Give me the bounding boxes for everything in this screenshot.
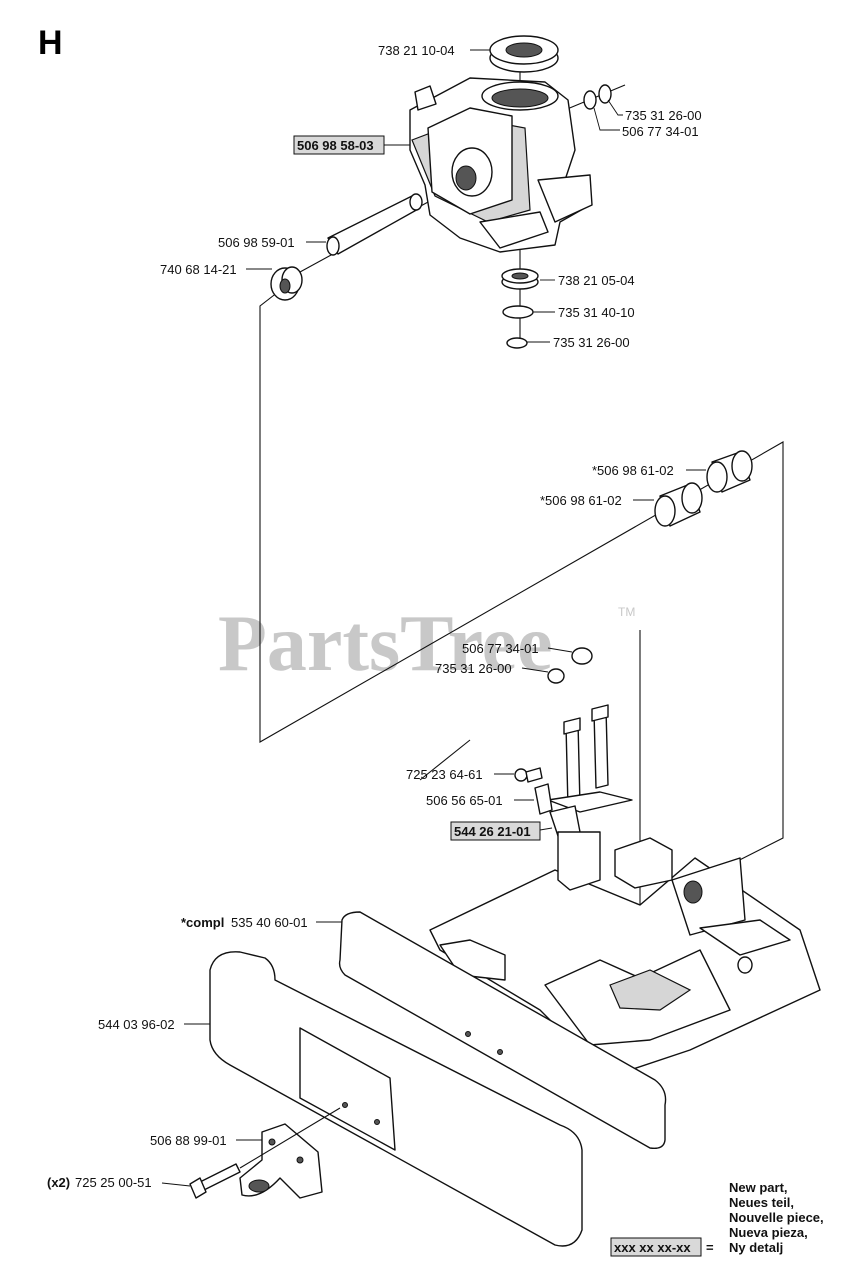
- label-x2-prefix: (x2): [47, 1175, 70, 1190]
- hitch-plate: [239, 1123, 323, 1199]
- lower-bearing-stack: [501, 268, 539, 349]
- leader-lines: [161, 49, 706, 1187]
- label-544-03-96-02: 544 03 96-02: [98, 1017, 175, 1032]
- legend-line-3: Nouvelle piece,: [729, 1210, 824, 1225]
- label-506-98-61-02-a: *506 98 61-02: [592, 463, 674, 478]
- label-735-31-40-10: 735 31 40-10: [558, 305, 635, 320]
- legend-equals: =: [706, 1240, 714, 1255]
- label-506-98-59-01: 506 98 59-01: [218, 235, 295, 250]
- label-735-31-26-00-top: 735 31 26-00: [625, 108, 702, 123]
- hitch-bolt: [189, 1107, 341, 1199]
- label-725-23-64-61: 725 23 64-61: [406, 767, 483, 782]
- watermark-trademark: TM: [618, 605, 635, 619]
- chassis-frame: [429, 831, 821, 1071]
- legend: New part, Neues teil, Nouvelle piece, Nu…: [610, 1180, 824, 1257]
- label-535-40-60-01: 535 40 60-01: [231, 915, 308, 930]
- bearing-top: [489, 35, 559, 73]
- label-506-77-34-01-low: 506 77 34-01: [462, 641, 539, 656]
- section-letter: H: [38, 24, 63, 62]
- spacer-tubes: [654, 450, 753, 527]
- label-735-31-26-00-low: 735 31 26-00: [435, 661, 512, 676]
- seal-rings-top: [583, 84, 612, 110]
- legend-line-1: New part,: [729, 1180, 788, 1195]
- bumper-back: [338, 911, 667, 1150]
- label-506-77-34-01-top: 506 77 34-01: [622, 124, 699, 139]
- label-740-68-14-21: 740 68 14-21: [160, 262, 237, 277]
- label-725-25-00-51: 725 25 00-51: [75, 1175, 152, 1190]
- steering-bracket-casting: [409, 77, 593, 253]
- rings-lower: [547, 647, 593, 684]
- label-506-88-99-01: 506 88 99-01: [150, 1133, 227, 1148]
- legend-code-box: [610, 1237, 702, 1257]
- legend-line-4: Nueva pieza,: [729, 1225, 808, 1240]
- pivot-pin: [326, 193, 423, 256]
- bumper-front: [209, 951, 583, 1247]
- highlight-box-544-26-21-01: [450, 821, 541, 841]
- label-738-21-05-04: 738 21 05-04: [558, 273, 635, 288]
- label-506-56-65-01: 506 56 65-01: [426, 793, 503, 808]
- bracket-assembly: [514, 704, 633, 837]
- watermark-text: PartsTree: [218, 600, 553, 688]
- label-506-98-61-02-b: *506 98 61-02: [540, 493, 622, 508]
- label-compl-prefix: *compl: [181, 915, 224, 930]
- legend-code: xxx xx xx-xx: [614, 1240, 691, 1255]
- bushing-740: [270, 266, 303, 301]
- legend-line-5: Ny detalj: [729, 1240, 783, 1255]
- highlight-box-506-98-58-03: [293, 135, 385, 155]
- label-735-31-26-00-mid: 735 31 26-00: [553, 335, 630, 350]
- label-738-21-10-04: 738 21 10-04: [378, 43, 455, 58]
- label-544-26-21-01: 544 26 21-01: [454, 824, 531, 839]
- label-506-98-58-03: 506 98 58-03: [297, 138, 374, 153]
- legend-line-2: Neues teil,: [729, 1195, 794, 1210]
